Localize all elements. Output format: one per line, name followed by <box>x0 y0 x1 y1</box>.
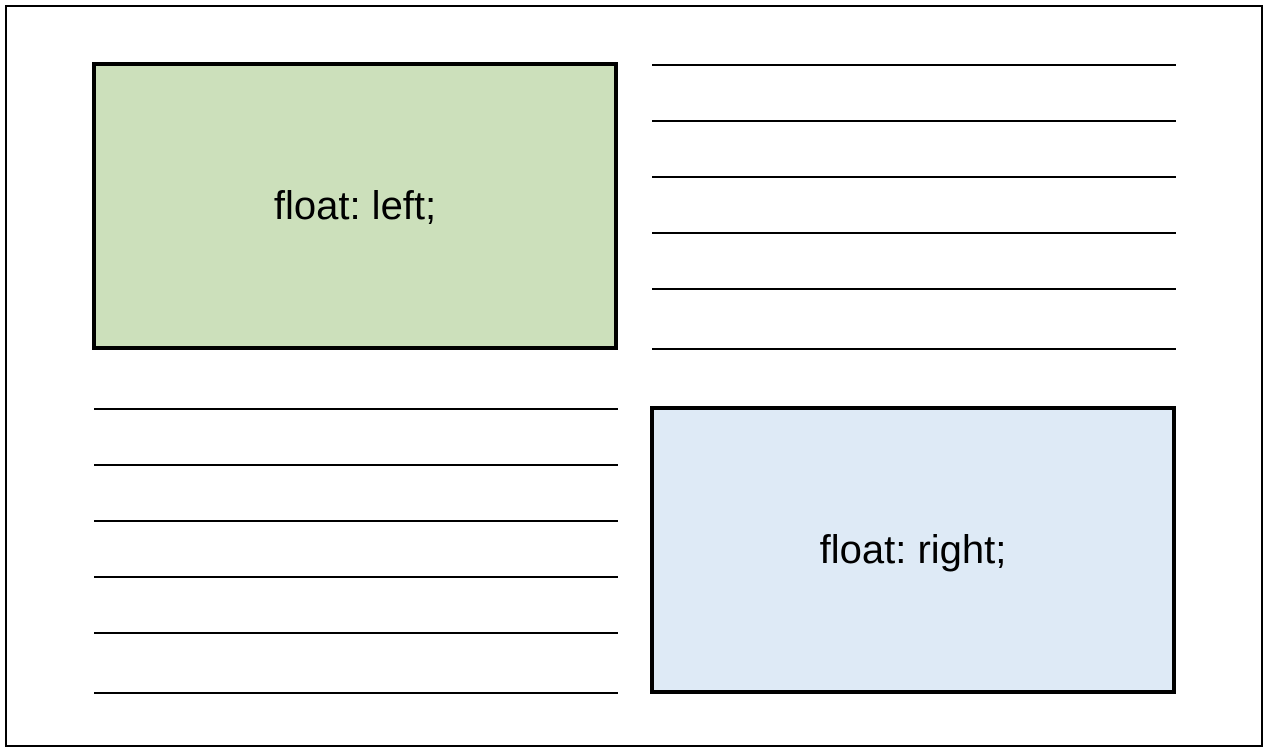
text-line <box>94 520 618 522</box>
text-line <box>94 464 618 466</box>
text-line <box>94 576 618 578</box>
float-right-box: float: right; <box>650 406 1176 694</box>
text-line <box>652 176 1176 178</box>
text-line <box>652 288 1176 290</box>
text-line <box>94 692 618 694</box>
float-left-label: float: left; <box>273 183 437 228</box>
text-line <box>652 64 1176 66</box>
text-line <box>652 120 1176 122</box>
text-line <box>652 348 1176 350</box>
float-right-label: float: right; <box>819 527 1007 572</box>
text-line <box>94 408 618 410</box>
text-line <box>652 232 1176 234</box>
text-line <box>94 632 618 634</box>
float-left-box: float: left; <box>92 62 618 350</box>
